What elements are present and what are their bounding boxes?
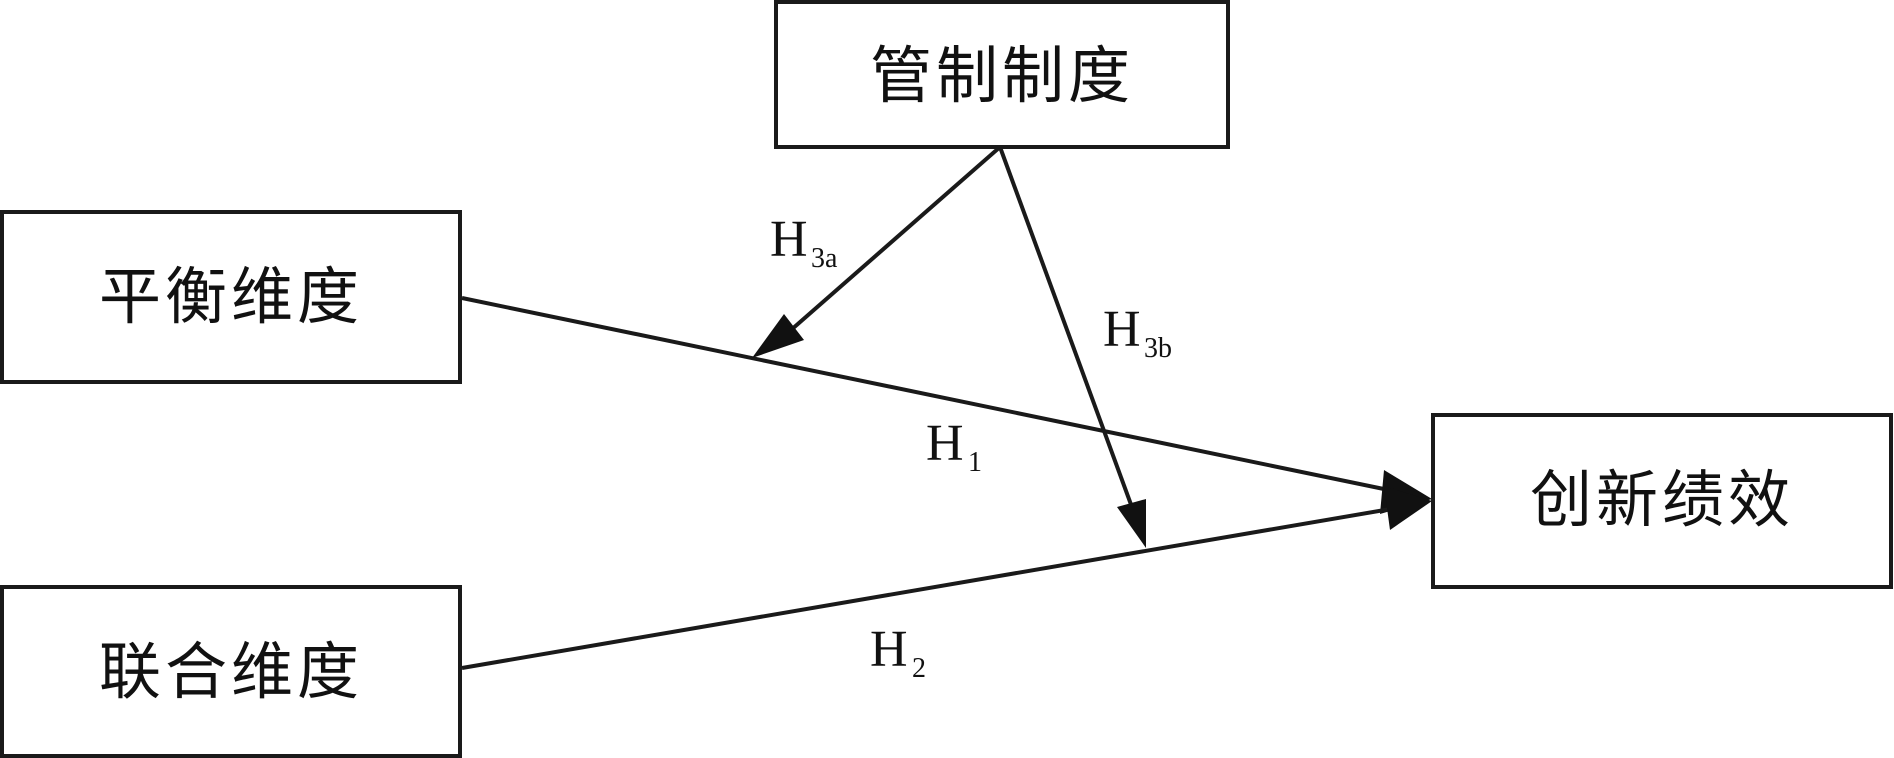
node-innovation-label: 创新绩效 bbox=[1530, 463, 1794, 536]
edge-h3a-regulatory-to-h1 bbox=[781, 145, 1002, 339]
label-h3a-sub: 3a bbox=[811, 243, 838, 274]
label-h1-sub: 1 bbox=[968, 447, 982, 478]
label-h1-main: H bbox=[926, 415, 964, 472]
label-h2-sub: 2 bbox=[912, 653, 926, 684]
node-joint: 联合维度 bbox=[0, 585, 462, 758]
node-joint-label: 联合维度 bbox=[99, 635, 363, 708]
node-innovation: 创新绩效 bbox=[1431, 413, 1893, 589]
label-h2: H 2 bbox=[870, 621, 926, 684]
label-h3a-main: H bbox=[770, 211, 808, 268]
arrowhead-h2 bbox=[1384, 486, 1432, 530]
node-balance-label: 平衡维度 bbox=[99, 260, 363, 333]
label-h3b-main: H bbox=[1103, 301, 1141, 358]
label-h2-main: H bbox=[870, 621, 908, 678]
label-h1: H 1 bbox=[926, 415, 982, 478]
arrowhead-h3a bbox=[752, 314, 804, 358]
node-balance: 平衡维度 bbox=[0, 210, 462, 384]
edge-h2-joint-to-innovation bbox=[461, 504, 1409, 670]
edge-h1-balance-to-innovation bbox=[461, 296, 1409, 496]
edge-h3b-regulatory-to-h2 bbox=[998, 146, 1135, 511]
label-h3a: H 3a bbox=[770, 211, 838, 274]
label-h3b: H 3b bbox=[1103, 301, 1172, 364]
label-h3b-sub: 3b bbox=[1144, 333, 1172, 364]
node-regulatory-label: 管制制度 bbox=[870, 39, 1134, 112]
arrowhead-h3b bbox=[1117, 499, 1146, 548]
node-regulatory: 管制制度 bbox=[774, 0, 1230, 149]
